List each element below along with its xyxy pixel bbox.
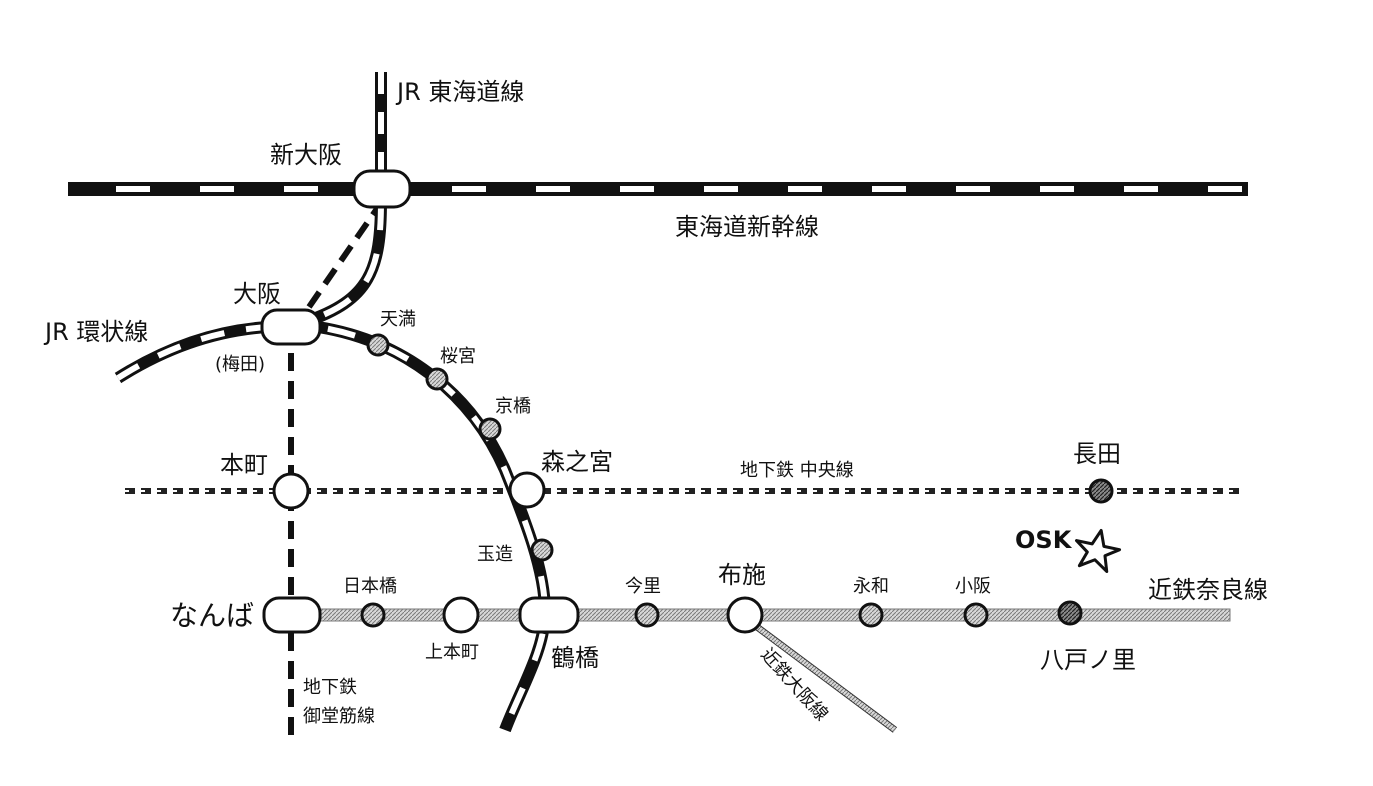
label-temma: 天満 — [380, 309, 416, 330]
jr-shin-osaka-osaka-link — [303, 199, 387, 328]
label-subway-chuo-line: 地下鉄 中央線 — [740, 460, 854, 481]
label-tsuruhashi: 鶴橋 — [551, 644, 599, 672]
label-jr-loop-line: JR 環状線 — [43, 318, 148, 346]
station-marker-nippombashi[interactable] — [360, 602, 386, 628]
label-subway-midosuji-line-2: 御堂筋線 — [303, 706, 375, 727]
station-marker-shin-osaka[interactable] — [352, 169, 412, 209]
label-sakuranomiya: 桜宮 — [440, 346, 476, 367]
kintetsu-osaka-line — [742, 615, 898, 733]
station-marker-sakuranomiya[interactable] — [425, 367, 449, 391]
label-nippombashi: 日本橋 — [343, 576, 397, 597]
station-marker-imazato[interactable] — [634, 602, 660, 628]
station-marker-kyobashi[interactable] — [478, 417, 502, 441]
label-tokaido-shinkansen: 東海道新幹線 — [675, 213, 819, 241]
station-marker-uehommachi[interactable] — [442, 596, 480, 634]
label-eiwa: 永和 — [853, 576, 889, 597]
label-morinomiya: 森之宮 — [541, 448, 613, 476]
tokaido-shinkansen-line — [68, 182, 1248, 196]
label-osk: OSK — [1015, 526, 1073, 554]
subway-midosuji-line — [288, 198, 386, 740]
label-fuse: 布施 — [718, 561, 766, 589]
label-imazato: 今里 — [625, 576, 661, 597]
stations — [260, 169, 1114, 634]
label-osaka: 大阪 — [233, 280, 281, 308]
label-kintetsu-nara-line: 近鉄奈良線 — [1148, 576, 1268, 604]
station-marker-tsuruhashi[interactable] — [518, 596, 580, 634]
station-marker-nagata[interactable] — [1088, 478, 1114, 504]
station-marker-eiwa[interactable] — [858, 602, 884, 628]
station-marker-tamatsukuri[interactable] — [530, 538, 554, 562]
label-umeda: (梅田) — [215, 354, 265, 375]
jr-loop-line — [114, 321, 552, 733]
station-marker-namba[interactable] — [262, 596, 322, 634]
label-jr-tokaido-line: JR 東海道線 — [395, 78, 524, 106]
station-marker-fuse[interactable] — [726, 596, 764, 634]
label-tamatsukuri: 玉造 — [477, 544, 513, 565]
star-outline-icon[interactable] — [1072, 526, 1123, 573]
label-subway-midosuji-line-1: 地下鉄 — [303, 677, 357, 698]
station-marker-osaka[interactable] — [260, 308, 322, 346]
label-uehommachi: 上本町 — [425, 642, 479, 663]
station-marker-morinomiya[interactable] — [508, 471, 546, 509]
station-marker-temma[interactable] — [366, 333, 390, 357]
label-nagata: 長田 — [1073, 440, 1121, 468]
label-kyobashi: 京橋 — [495, 396, 531, 417]
label-yaenosato: 八戸ノ里 — [1040, 646, 1136, 674]
station-marker-yaenosato[interactable] — [1057, 600, 1083, 626]
label-shin-osaka: 新大阪 — [270, 141, 342, 169]
station-marker-hommachi[interactable] — [272, 472, 310, 510]
label-kosaka: 小阪 — [955, 576, 991, 597]
label-namba: なんば — [170, 599, 254, 632]
station-marker-kosaka[interactable] — [963, 602, 989, 628]
label-hommachi: 本町 — [220, 451, 268, 479]
